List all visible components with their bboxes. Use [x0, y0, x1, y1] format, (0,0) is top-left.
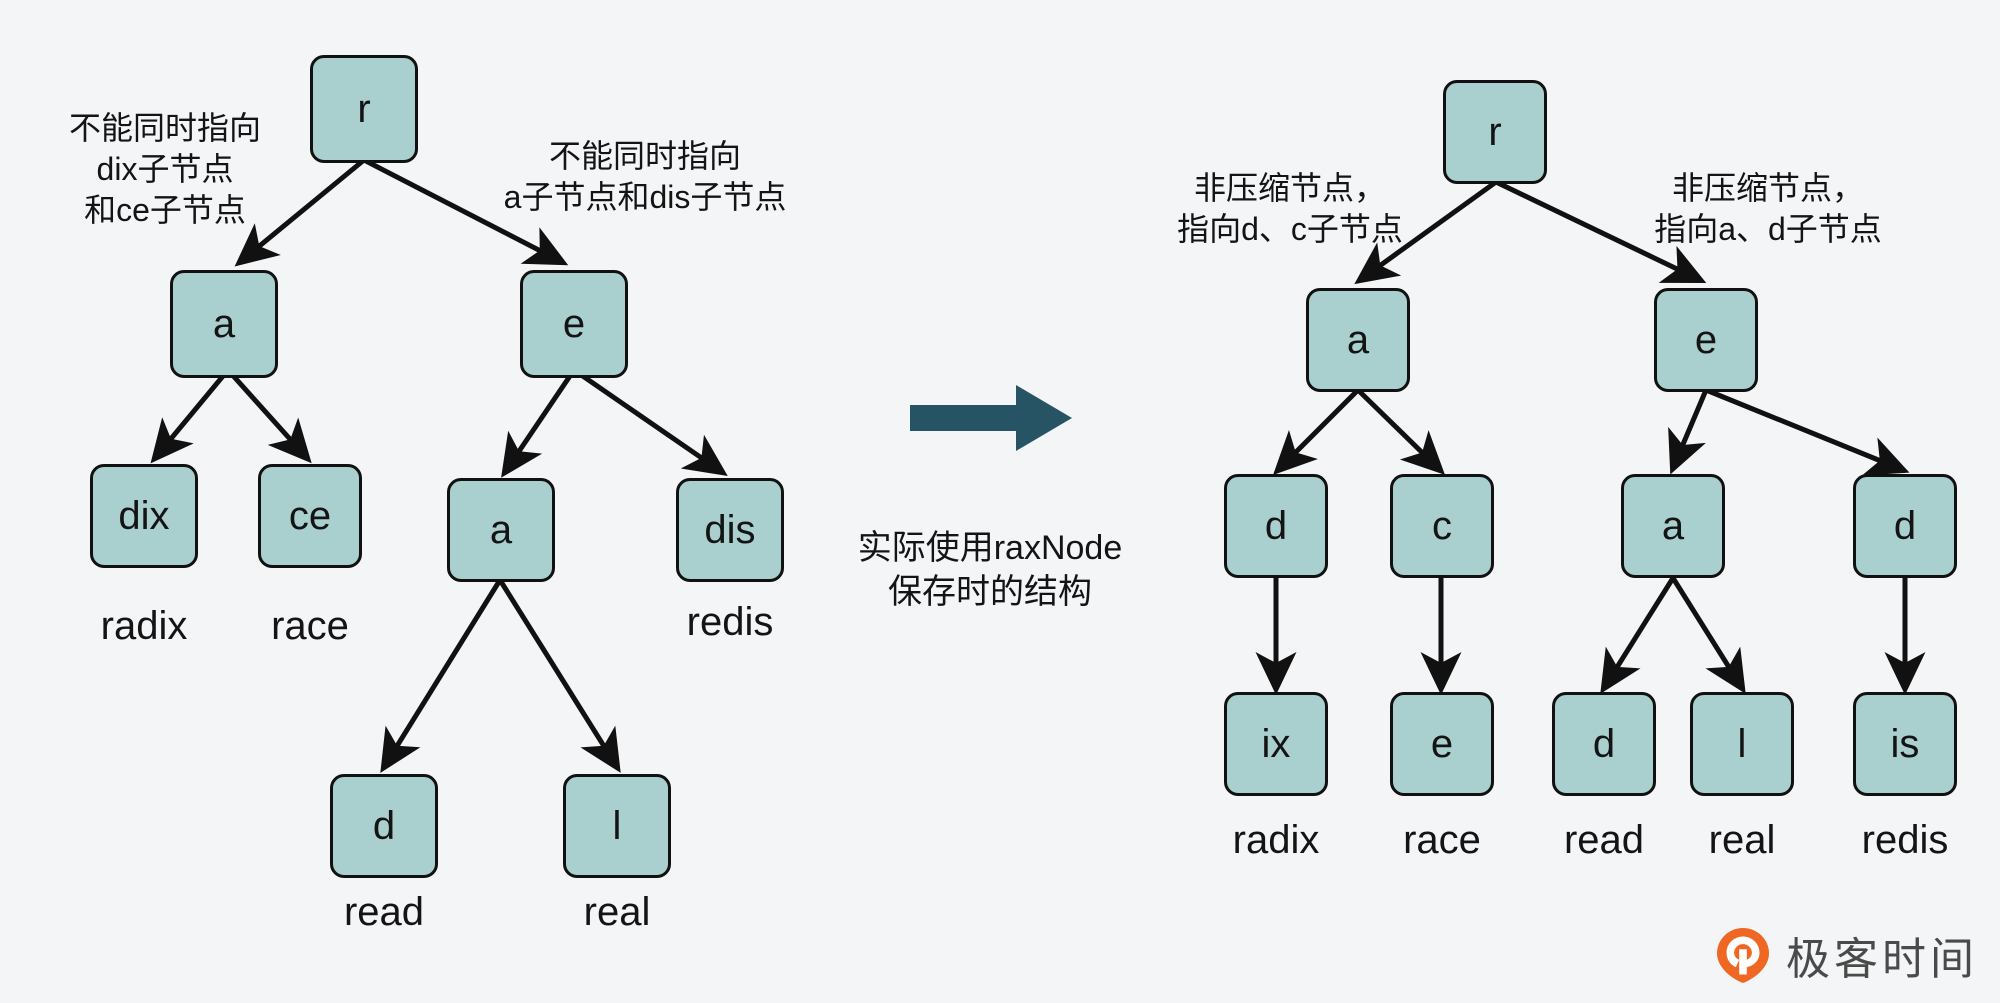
right-arrow-icon — [910, 385, 1072, 451]
node-r-a[interactable]: a — [1306, 288, 1410, 392]
node-r-ix[interactable]: ix — [1224, 692, 1328, 796]
node-r-root[interactable]: r — [1443, 80, 1547, 184]
note-left-e: 不能同时指向 a子节点和dis子节点 — [503, 138, 787, 215]
node-l-l[interactable]: l — [563, 774, 671, 878]
middle-caption: 实际使用raxNode 保存时的结构 — [857, 529, 1123, 612]
word-r-redis: redis — [1861, 818, 1949, 862]
node-l-root[interactable]: r — [310, 55, 418, 163]
node-r-e[interactable]: e — [1654, 288, 1758, 392]
node-l-a[interactable]: a — [170, 270, 278, 378]
word-l-real: real — [583, 890, 651, 934]
node-r-l[interactable]: l — [1690, 692, 1794, 796]
word-l-radix: radix — [100, 604, 188, 648]
node-r-c[interactable]: c — [1390, 474, 1494, 578]
node-r-d3[interactable]: d — [1552, 692, 1656, 796]
node-l-dix[interactable]: dix — [90, 464, 198, 568]
node-l-ce[interactable]: ce — [258, 464, 362, 568]
node-r-d1[interactable]: d — [1224, 474, 1328, 578]
word-l-race: race — [271, 604, 349, 648]
node-r-e2[interactable]: e — [1390, 692, 1494, 796]
note-right-e: 非压缩节点， 指向a、d子节点 — [1654, 170, 1882, 247]
node-l-d[interactable]: d — [330, 774, 438, 878]
word-l-read: read — [343, 890, 425, 934]
node-l-dis[interactable]: dis — [676, 478, 784, 582]
word-l-redis: redis — [686, 600, 774, 644]
watermark-text: 极客时间 — [1786, 935, 1978, 984]
note-left-a: 不能同时指向 dix子节点 和ce子节点 — [68, 110, 261, 228]
node-l-a2[interactable]: a — [447, 478, 555, 582]
node-r-d2[interactable]: d — [1853, 474, 1957, 578]
watermark-logo: 极客时间 — [1714, 923, 1978, 987]
geekbang-logo-icon — [1717, 928, 1769, 983]
word-r-read: read — [1563, 818, 1645, 862]
word-r-race: race — [1403, 818, 1481, 862]
node-r-is[interactable]: is — [1853, 692, 1957, 796]
word-r-real: real — [1708, 818, 1776, 862]
note-right-a: 非压缩节点， 指向d、c子节点 — [1177, 170, 1403, 247]
node-l-e[interactable]: e — [520, 270, 628, 378]
word-r-radix: radix — [1232, 818, 1320, 862]
node-r-a2[interactable]: a — [1621, 474, 1725, 578]
